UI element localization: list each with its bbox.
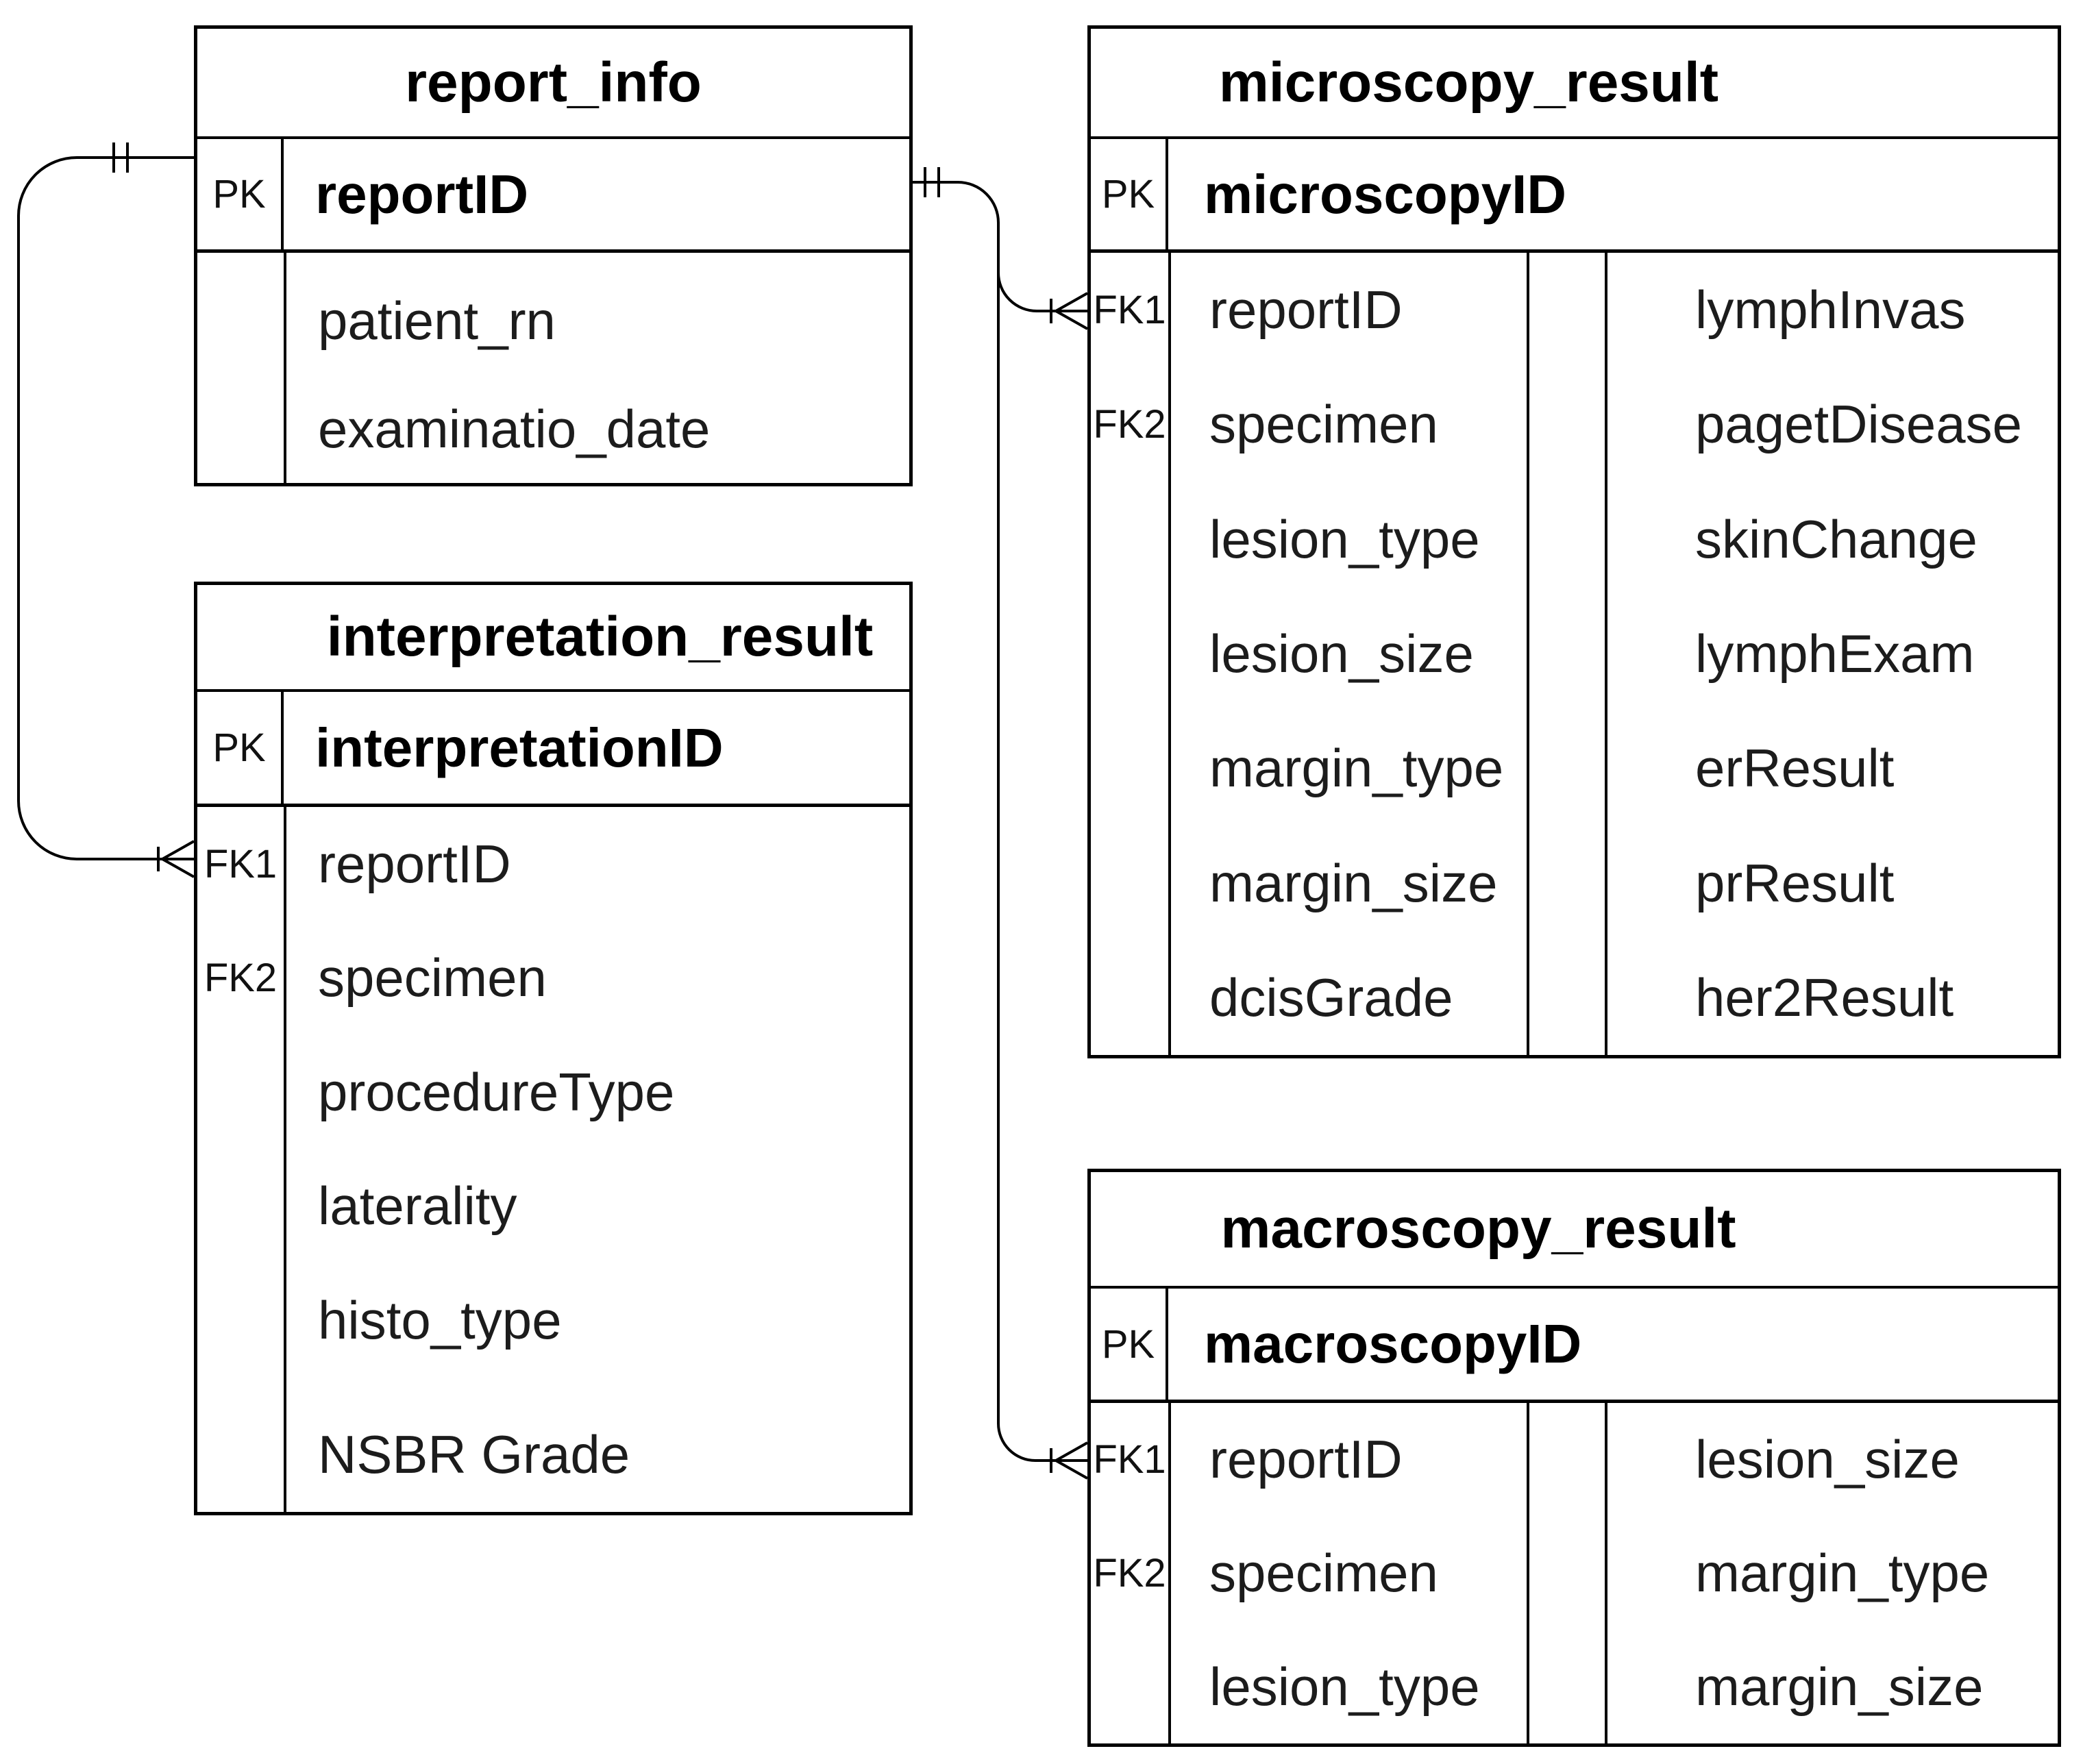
field-rows: FK1 FK2 reportID specimen lesion_type le… [1091,253,2058,1055]
field-name: specimen [1209,1543,1438,1603]
key-label: FK1 [1093,1437,1166,1482]
key-label [197,1263,284,1378]
field-name: examinatio_date [318,398,711,459]
key-label: FK1 [1093,288,1166,333]
key-label [1091,825,1168,940]
field-name: dcisGrade [1209,967,1453,1028]
field-name: erResult [1695,738,1895,799]
one-tick-marker [924,167,940,197]
key-label [197,1398,284,1513]
field-name: specimen [1209,394,1438,455]
key-label [197,1150,284,1264]
field-name: skinChange [1695,508,1977,569]
field-column-left: reportID specimen lesion_type lesion_siz… [1171,253,1529,1055]
field-name: lesion_size [1695,1429,1960,1490]
pk-row: PK microscopyID [1091,139,2058,253]
key-label: FK2 [1093,1551,1166,1595]
relationship-line-report-interpretation [17,156,194,860]
field-name: specimen [318,947,547,1008]
pk-label: PK [1091,1289,1168,1400]
field-name: lesion_type [1209,1656,1480,1717]
pk-field-name: reportID [315,163,529,225]
key-column: FK1 FK2 [197,807,286,1512]
key-label: FK1 [204,841,278,886]
key-column-left: FK1 FK2 [1091,1403,1171,1743]
field-name: procedureType [318,1061,675,1122]
pk-label: PK [197,139,284,249]
key-column [197,253,286,483]
field-name: reportID [318,833,511,894]
key-label [197,266,284,375]
pk-row: PK interpretationID [197,692,909,807]
field-rows: FK1 FK2 reportID specimen procedureType … [197,807,909,1512]
pk-row: PK reportID [197,139,909,253]
table-title: microscopy_result [1091,29,2058,139]
field-name: lesion_size [1209,623,1474,684]
field-rows: FK1 FK2 reportID specimen lesion_type le… [1091,1403,2058,1743]
table-title: interpretation_result [197,585,909,692]
crow-foot-marker-microscopy [1050,292,1088,330]
field-name: lymphInvas [1695,279,1966,340]
field-name: her2Result [1695,967,1954,1028]
field-name: patient_rn [318,290,556,351]
field-name: lesion_type [1209,508,1480,569]
field-rows: patient_rn examinatio_date [197,253,909,483]
key-column-right-empty [1529,1403,1607,1743]
field-name: margin_size [1695,1656,1984,1717]
field-column: patient_rn examinatio_date [286,253,909,483]
key-column-left: FK1 FK2 [1091,253,1171,1055]
crow-foot-marker-interpretation [157,840,195,878]
field-name: reportID [1209,1429,1403,1490]
key-label [1091,482,1168,597]
field-name: margin_type [1695,1543,1990,1603]
field-column-right: lymphInvas pagetDisease skinChange lymph… [1607,253,2058,1055]
field-name: laterality [318,1176,517,1237]
key-label [197,375,284,483]
field-column-left: reportID specimen lesion_type [1171,1403,1529,1743]
field-name: margin_size [1209,852,1498,913]
relationship-line-report-macroscopy [913,181,1087,1462]
table-microscopy_result: microscopy_result PK microscopyID FK1 FK… [1087,25,2061,1058]
field-name: NSBR Grade [318,1424,630,1485]
key-column-right-empty [1529,253,1607,1055]
key-label: FK2 [1093,402,1166,447]
field-name: lymphExam [1695,623,1975,684]
pk-row: PK macroscopyID [1091,1289,2058,1403]
field-name: reportID [1209,279,1403,340]
key-label [197,1035,284,1150]
key-label [1091,1630,1168,1743]
field-name: margin_type [1209,738,1504,799]
pk-field-name: interpretationID [315,717,724,778]
field-name: pagetDisease [1695,394,2022,455]
relationship-line-report-microscopy [997,272,1087,312]
crow-foot-marker-macroscopy [1050,1441,1088,1480]
table-title: report_info [197,29,909,139]
field-name: prResult [1695,852,1895,913]
table-interpretation_result: interpretation_result PK interpretationI… [194,582,913,1515]
table-macroscopy_result: macroscopy_result PK macroscopyID FK1 FK… [1087,1169,2061,1747]
key-label: FK2 [204,956,278,1001]
field-column: reportID specimen procedureType laterali… [286,807,909,1512]
pk-label: PK [197,692,284,804]
field-column-right: lesion_size margin_type margin_size [1607,1403,2058,1743]
one-tick-marker [112,142,129,173]
pk-label: PK [1091,139,1168,249]
field-name: histo_type [318,1289,562,1350]
table-report_info: report_info PK reportID patient_rn exami… [194,25,913,486]
pk-field-name: macroscopyID [1204,1313,1582,1374]
key-label [1091,597,1168,711]
key-label [1091,711,1168,825]
key-label [1091,941,1168,1055]
table-title: macroscopy_result [1091,1172,2058,1289]
pk-field-name: microscopyID [1204,163,1567,225]
